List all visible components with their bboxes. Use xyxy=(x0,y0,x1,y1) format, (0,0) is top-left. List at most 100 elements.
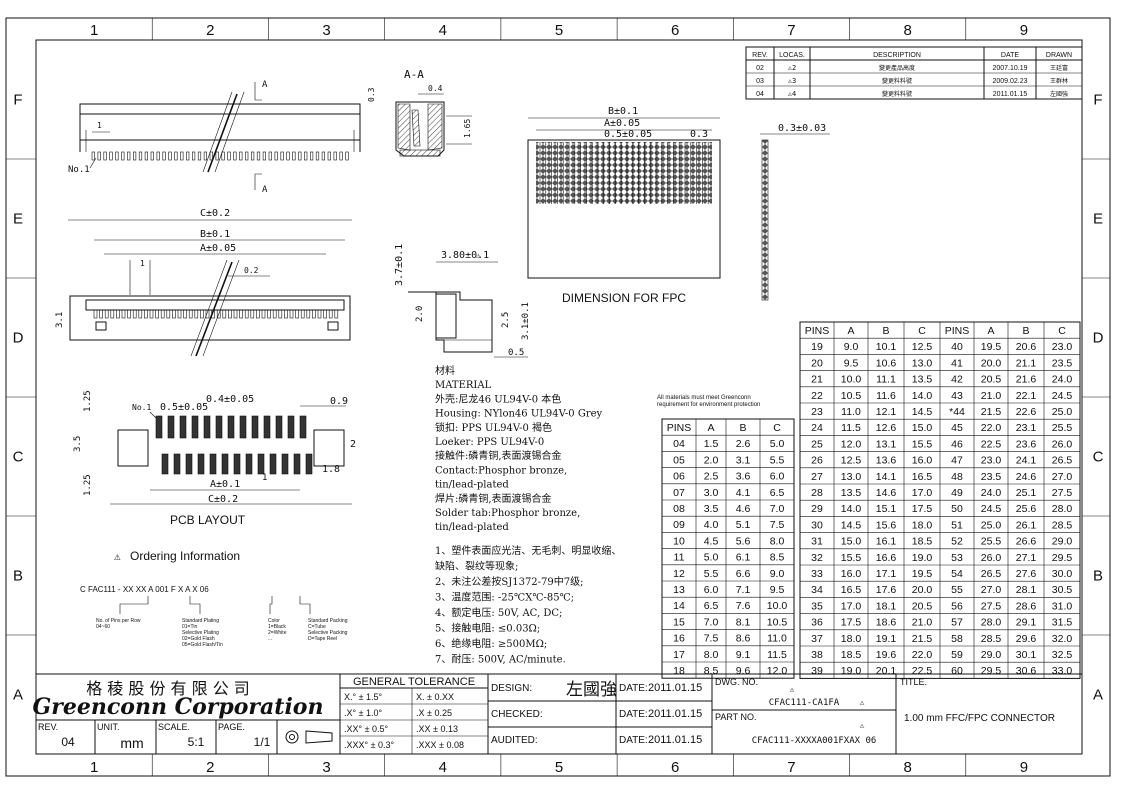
pin-table-cell: 17.5 xyxy=(912,503,933,515)
plan-pin xyxy=(334,309,339,319)
pin-table-cell: 23.5 xyxy=(1052,357,1073,369)
pin-table-cell: 12.0 xyxy=(841,438,862,450)
tolerance-angle: .X° ± 1.0° xyxy=(344,708,383,718)
note-line: 4、额定电压: 50V, AC, DC; xyxy=(435,606,562,619)
pin-table-cell: 35 xyxy=(811,600,823,612)
pin-table-cell: 4.0 xyxy=(704,519,719,531)
pin-table-cell: 23.0 xyxy=(1052,341,1073,353)
note-line: 2、未注公差按SJ1372-79中7级; xyxy=(435,575,584,588)
page-label: PAGE. xyxy=(218,722,245,732)
pin-table-header: B xyxy=(882,325,889,337)
pin-table-cell: 21.0 xyxy=(912,617,933,629)
projection-symbol-icon xyxy=(285,730,299,744)
plan-pin xyxy=(177,309,182,319)
front-pin xyxy=(133,151,137,161)
ordering-label: ... xyxy=(268,636,272,642)
pin-table-cell: 07 xyxy=(673,487,685,499)
pin-table-cell: 13.5 xyxy=(841,487,862,499)
material-line: 焊片:磷青铜,表面渡锡合金 xyxy=(435,492,552,505)
frame-col-label: 6 xyxy=(671,22,679,39)
rev-row-date: 2011.01.15 xyxy=(993,91,1028,98)
dim-side-25: 2.5 xyxy=(501,312,511,328)
pcb-title: PCB LAYOUT xyxy=(170,513,246,527)
date-value-1: 2011.01.15 xyxy=(648,682,702,694)
front-pin xyxy=(144,151,149,161)
front-pin xyxy=(304,151,308,161)
front-pin xyxy=(186,151,190,161)
date-label-1: DATE: xyxy=(619,683,648,694)
pin-table-cell: 23 xyxy=(811,406,823,418)
pin-table-cell: 21.5 xyxy=(981,406,1002,418)
pin-table-cell: 11.5 xyxy=(841,422,861,434)
pin-table-cell: 17.0 xyxy=(841,600,862,612)
ordering-label: Selective Plating xyxy=(182,630,219,636)
frame-row-label: F xyxy=(1093,92,1102,109)
pin-table-cell: 57 xyxy=(951,617,963,629)
side-view: 3.80±0.1 ⚠ 3.7±0.1 2.0 2.5 3.1±0.1 0.5 xyxy=(394,244,531,358)
dim-pcb-a: A±0.1 xyxy=(210,479,240,490)
pin-table-cell: 8.0 xyxy=(770,535,785,547)
pin-table-cell: 11.0 xyxy=(767,633,787,645)
pin-table-cell: 8.1 xyxy=(736,616,751,628)
pin-table-cell: 28.1 xyxy=(1016,584,1037,596)
plan-pin xyxy=(216,309,221,319)
material-line: tin/lead-plated xyxy=(435,522,509,533)
dim-pcb-125a: 1.25 xyxy=(83,390,93,412)
front-pin xyxy=(109,151,113,161)
pin-table-cell: 22.1 xyxy=(1016,390,1037,402)
pin-table-cell: 3.5 xyxy=(704,503,719,515)
front-pin xyxy=(150,151,154,161)
pin-table-cell: 28.0 xyxy=(981,617,1002,629)
front-pin xyxy=(298,151,302,161)
material-line: Solder tab:Phosphor bronze, xyxy=(435,508,580,519)
pin-table-cell: 19.0 xyxy=(912,552,933,564)
ordering-label: C=Tube xyxy=(308,624,326,630)
dim-pcb-2: 2 xyxy=(350,439,356,450)
pcb-pad-top xyxy=(299,415,307,439)
front-pin xyxy=(97,151,101,161)
plan-pin xyxy=(250,309,255,319)
pin-table-cell: 25.0 xyxy=(981,519,1002,531)
pin-table-cell: 6.5 xyxy=(704,600,719,612)
dim-side-20: 2.0 xyxy=(415,306,425,322)
section-marker-top: A xyxy=(262,80,268,90)
front-pin xyxy=(227,151,231,161)
checked-label: CHECKED: xyxy=(491,709,543,720)
dim-fpc-p: 0.5±0.05 xyxy=(604,129,652,140)
plan-pin xyxy=(278,309,283,319)
pcb-pad-bottom xyxy=(185,453,193,475)
pin-table-cell: 5.5 xyxy=(770,454,785,466)
dim-fpc-a: A±0.05 xyxy=(604,118,640,129)
pin-table-cell: 13.6 xyxy=(876,455,897,467)
front-pin xyxy=(192,151,196,161)
pcb-pad-top xyxy=(239,415,247,439)
frame-col-label: 3 xyxy=(322,22,330,39)
pin-table-cell: 32.5 xyxy=(1052,649,1073,661)
pin-table-cell: 30 xyxy=(811,519,823,531)
pin-table-cell: 40 xyxy=(951,341,963,353)
plan-pin xyxy=(272,309,277,319)
pin-table-cell: 21.1 xyxy=(1016,357,1037,369)
pin-table-cell: 19.6 xyxy=(876,649,897,661)
pin-table-cell: 29.0 xyxy=(1052,536,1073,548)
front-pin xyxy=(138,151,143,161)
front-pin xyxy=(121,151,125,161)
pin-table-cell: 16 xyxy=(673,633,685,645)
plan-pin xyxy=(93,309,98,319)
pin-table-cell: 8.5 xyxy=(770,552,785,564)
pcb-pad-bottom xyxy=(257,453,265,475)
note-line: 缺陷、裂纹等现象; xyxy=(435,560,518,573)
pcb-pad-top xyxy=(179,415,187,439)
frame-col-label: 7 xyxy=(787,22,795,39)
pin-table-cell: 27.5 xyxy=(981,600,1002,612)
rev-row-rev: 03 xyxy=(756,78,764,85)
pin-table-header: C xyxy=(1058,325,1066,337)
pin-table-cell: 28.5 xyxy=(1052,519,1073,531)
pin-table-cell: 24.0 xyxy=(1052,374,1073,386)
pcb-pad-top xyxy=(215,415,223,439)
pin-table-cell: 12 xyxy=(673,568,685,580)
rev-row-rev: 04 xyxy=(756,91,764,98)
pin-table-cell: 13.0 xyxy=(912,357,933,369)
pin-table-cell: 11.1 xyxy=(876,374,896,386)
